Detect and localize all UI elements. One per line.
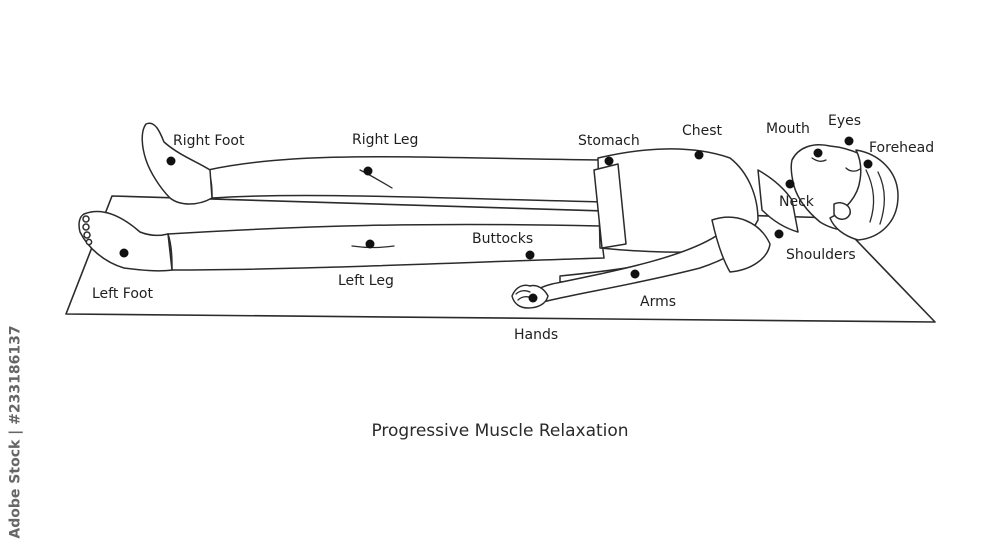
- right-foot-shape: [141, 122, 213, 205]
- dot-neck: [785, 179, 795, 189]
- diagram-title: Progressive Muscle Relaxation: [371, 421, 629, 441]
- sleeve: [711, 216, 771, 273]
- label-right-leg: Right Leg: [352, 132, 419, 148]
- label-left-leg: Left Leg: [338, 273, 394, 289]
- label-mouth: Mouth: [766, 121, 810, 137]
- label-eyes: Eyes: [828, 113, 862, 129]
- neck-shape: [757, 169, 799, 233]
- dot-arms: [630, 269, 640, 279]
- label-forehead: Forehead: [869, 140, 935, 156]
- dot-right-leg: [363, 166, 373, 176]
- toe-1: [82, 215, 90, 223]
- mouth-line: [811, 157, 827, 162]
- knee-far: [359, 169, 393, 189]
- ear-shape: [833, 202, 851, 220]
- label-shoulders: Shoulders: [786, 247, 856, 263]
- left-foot-shape: [78, 210, 173, 272]
- marker-dots: [119, 136, 873, 303]
- toe-4: [85, 238, 93, 246]
- toe-2: [82, 223, 90, 231]
- label-neck: Neck: [779, 194, 814, 210]
- waistband: [593, 163, 627, 249]
- label-buttocks: Buttocks: [472, 231, 534, 247]
- dot-stomach: [604, 156, 614, 166]
- label-right-foot: Right Foot: [173, 133, 245, 149]
- label-hands: Hands: [514, 327, 559, 343]
- label-stomach: Stomach: [578, 133, 640, 149]
- label-chest: Chest: [682, 123, 723, 139]
- knee-near: [351, 245, 395, 249]
- dot-left-leg: [365, 239, 375, 249]
- closed-eye: [845, 167, 861, 172]
- dot-mouth: [813, 148, 823, 158]
- right-leg-shape: [207, 156, 605, 203]
- dot-forehead: [863, 159, 873, 169]
- stock-watermark: Adobe Stock | #233186137: [6, 316, 26, 546]
- label-arms: Arms: [640, 294, 677, 310]
- dot-left-foot: [119, 248, 129, 258]
- cap-fold-2: [877, 171, 885, 225]
- dot-shoulders: [774, 229, 784, 239]
- stock-watermark-text: Adobe Stock | #233186137: [8, 325, 25, 539]
- toe-3: [83, 231, 91, 239]
- finger-1: [515, 290, 531, 295]
- dot-eyes: [844, 136, 854, 146]
- dot-buttocks: [525, 250, 535, 260]
- dot-hands: [528, 293, 538, 303]
- dot-chest: [694, 150, 704, 160]
- label-left-foot: Left Foot: [92, 286, 153, 302]
- cap-fold-1: [865, 169, 875, 223]
- dot-right-foot: [166, 156, 176, 166]
